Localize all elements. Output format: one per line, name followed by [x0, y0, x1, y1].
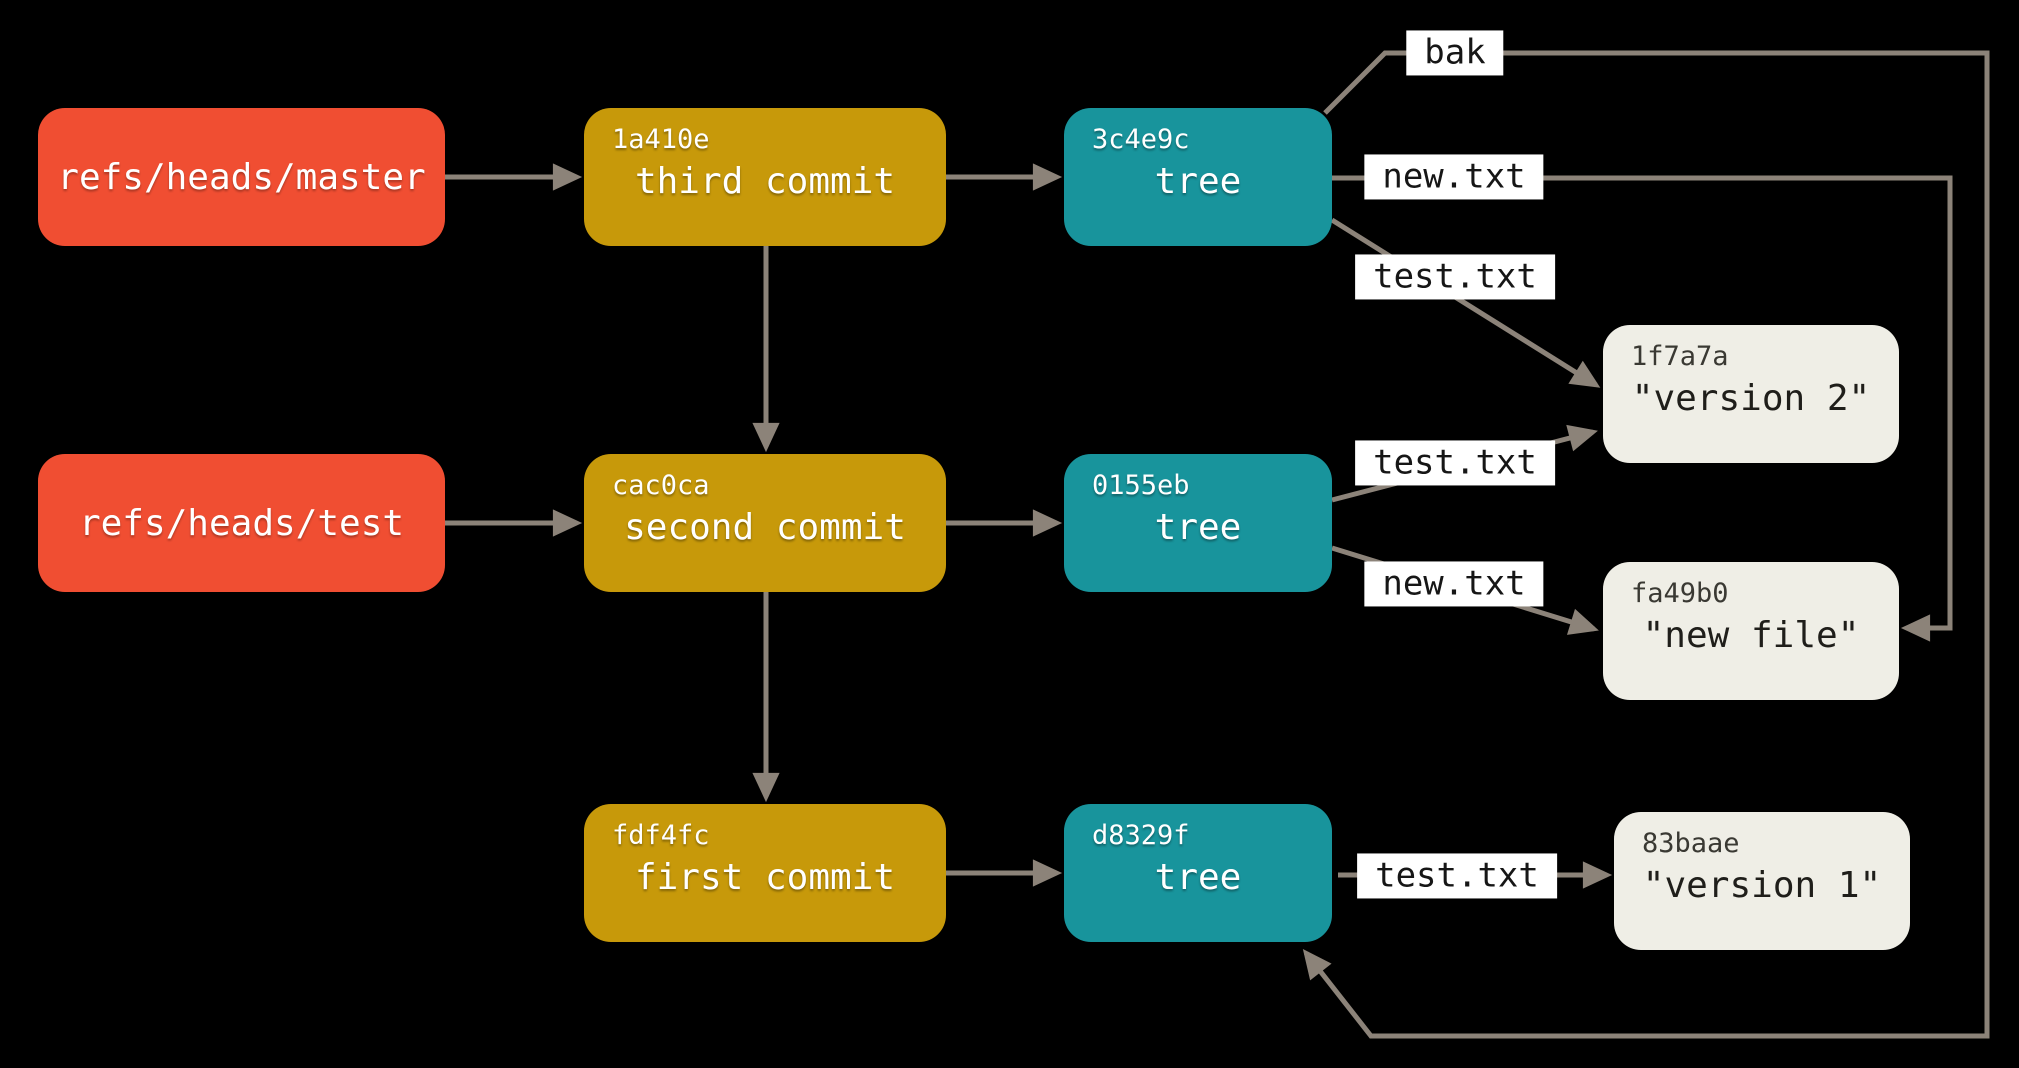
blob-83baae-content: "version 1" — [1642, 864, 1882, 906]
ref-node-test: refs/heads/test — [38, 454, 445, 592]
blob-fa49b0-content: "new file" — [1642, 614, 1860, 656]
commit-node-first: fdf4fc first commit — [584, 804, 946, 942]
blob-fa49b0-hash: fa49b0 — [1631, 578, 1729, 609]
edge-label-newtxt-mid: new.txt — [1364, 561, 1544, 607]
commit-first-label: first commit — [634, 856, 896, 898]
blob-1f7a7a-content: "version 2" — [1631, 377, 1871, 419]
tree-d8329f-label: tree — [1154, 856, 1242, 898]
blob-node-1f7a7a: 1f7a7a "version 2" — [1603, 325, 1899, 463]
tree-0155eb-label: tree — [1154, 506, 1242, 548]
commit-second-hash: cac0ca — [612, 470, 710, 501]
ref-node-master: refs/heads/master — [38, 108, 445, 246]
ref-master-label: refs/heads/master — [57, 156, 426, 198]
tree-node-0155eb: 0155eb tree — [1064, 454, 1332, 592]
tree-d8329f-hash: d8329f — [1092, 820, 1190, 851]
tree-0155eb-hash: 0155eb — [1092, 470, 1190, 501]
edge-label-testtxt-bottom: test.txt — [1357, 853, 1557, 899]
ref-test-label: refs/heads/test — [78, 502, 405, 544]
edge-label-testtxt-mid: test.txt — [1355, 440, 1555, 486]
tree-3c4e9c-hash: 3c4e9c — [1092, 124, 1190, 155]
blob-node-83baae: 83baae "version 1" — [1614, 812, 1910, 950]
tree-3c4e9c-label: tree — [1154, 160, 1242, 202]
commit-first-hash: fdf4fc — [612, 820, 710, 851]
edge-label-newtxt-top: new.txt — [1364, 154, 1544, 200]
edge-bak-to-first-tree — [1302, 50, 1990, 1039]
edge-label-testtxt-top: test.txt — [1355, 254, 1555, 300]
commit-third-hash: 1a410e — [612, 124, 710, 155]
commit-third-label: third commit — [634, 160, 896, 202]
edge-testtxt-to-version2-blob — [1330, 217, 1601, 388]
commit-node-third: 1a410e third commit — [584, 108, 946, 246]
blob-83baae-hash: 83baae — [1642, 828, 1740, 859]
edge-label-bak: bak — [1406, 30, 1504, 76]
tree-node-d8329f: d8329f tree — [1064, 804, 1332, 942]
blob-node-fa49b0: fa49b0 "new file" — [1603, 562, 1899, 700]
blob-1f7a7a-hash: 1f7a7a — [1631, 341, 1729, 372]
tree-node-3c4e9c: 3c4e9c tree — [1064, 108, 1332, 246]
commit-node-second: cac0ca second commit — [584, 454, 946, 592]
edge-newtxt-to-newfile-blob — [1332, 175, 1953, 642]
commit-second-label: second commit — [624, 506, 906, 548]
